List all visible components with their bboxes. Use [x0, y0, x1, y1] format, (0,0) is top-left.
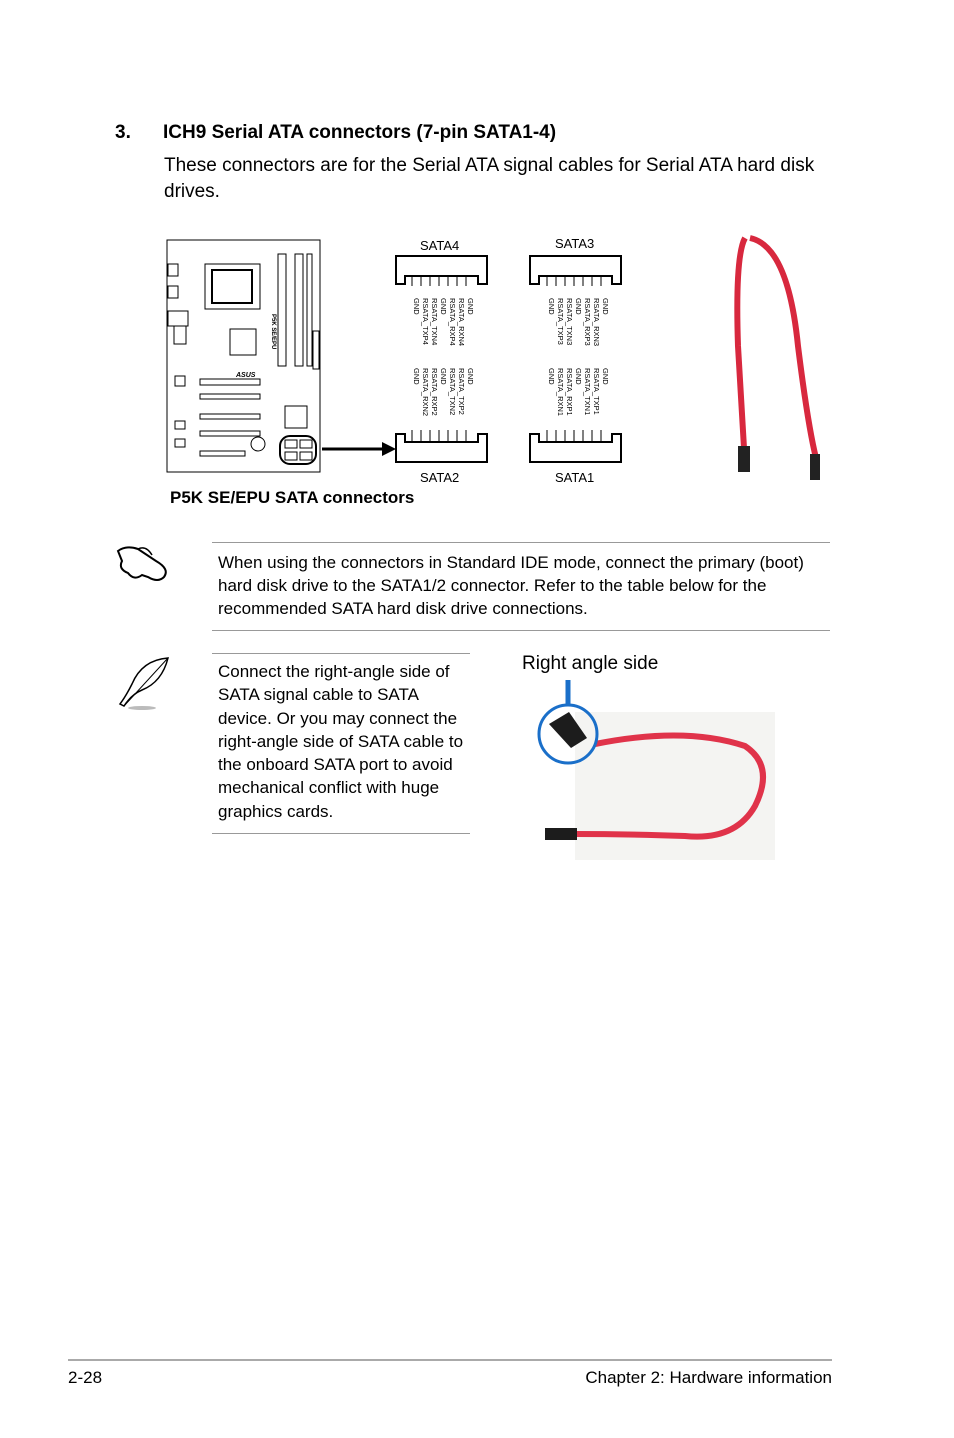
sata1-pin: RSATA_RXN1 — [556, 368, 565, 416]
sata2-connector — [395, 430, 488, 463]
sata3-pin: RSATA_TXP3 — [556, 298, 565, 345]
sata2-pin: RSATA_RXN2 — [421, 368, 430, 416]
sata4-pin: RSATA_TXN4 — [430, 298, 439, 345]
section-intro: These connectors are for the Serial ATA … — [164, 155, 815, 202]
sata1-pin: RSATA_TXN1 — [583, 368, 592, 415]
sata4-pin: GND — [439, 298, 448, 315]
sata1-pins: GND RSATA_RXN1 RSATA_RXP1 GND RSATA_TXN1… — [547, 368, 610, 416]
sata4-pins: GND RSATA_TXP4 RSATA_TXN4 GND RSATA_RXP4… — [412, 298, 475, 346]
sata2-pin: RSATA_TXN2 — [448, 368, 457, 415]
sata3-pin: RSATA_TXN3 — [565, 298, 574, 345]
sata1-pin: GND — [574, 368, 583, 385]
sata4-pin: RSATA_RXN4 — [457, 298, 466, 346]
sata-cable-illustration — [734, 235, 824, 480]
pointer-arrow — [322, 442, 396, 456]
sata4-pin: RSATA_TXP4 — [421, 298, 430, 345]
sata3-pin: RSATA_RXP3 — [583, 298, 592, 346]
sata4-label: SATA4 — [420, 238, 459, 253]
sata3-pins: GND RSATA_TXP3 RSATA_TXN3 GND RSATA_RXP3… — [547, 298, 610, 346]
sata2-pin: GND — [412, 368, 421, 385]
sata3-pin: GND — [574, 298, 583, 315]
cable-note: Connect the right-angle side of SATA sig… — [212, 653, 470, 835]
sata2-pin: GND — [439, 368, 448, 385]
sata2-pins: GND RSATA_RXN2 RSATA_RXP2 GND RSATA_TXN2… — [412, 368, 475, 416]
pointing-hand-icon — [112, 541, 174, 585]
motherboard-outline — [166, 239, 321, 473]
sata4-connector — [395, 255, 488, 286]
sata1-pin: GND — [601, 368, 610, 385]
diagram-caption: P5K SE/EPU SATA connectors — [170, 488, 415, 507]
sata3-connector — [529, 255, 622, 286]
sata4-pin: GND — [466, 298, 475, 315]
sata1-pin: RSATA_RXP1 — [565, 368, 574, 416]
sata3-pin: GND — [547, 298, 556, 315]
sata4-pin: RSATA_RXP4 — [448, 298, 457, 346]
right-angle-cable-photo — [535, 676, 775, 861]
sata2-pin: RSATA_RXP2 — [430, 368, 439, 416]
sata4-pin: GND — [412, 298, 421, 315]
section-number: 3. — [115, 122, 131, 143]
brand-logo: ASUS — [235, 372, 256, 379]
sata2-pin: GND — [466, 368, 475, 385]
board-label: P5K SE/EPU — [270, 314, 276, 349]
sata1-label: SATA1 — [555, 470, 594, 485]
chapter-title: Chapter 2: Hardware information — [585, 1368, 832, 1387]
sata3-label: SATA3 — [555, 236, 594, 251]
footer-divider — [68, 1359, 832, 1361]
sata1-pin: RSATA_TXP1 — [592, 368, 601, 415]
sata-diagram: P5K SE/EPU ASUS SATA4 GND RSATA_TXP4 RSA… — [160, 226, 824, 526]
feather-quill-icon — [112, 654, 174, 712]
section-title: ICH9 Serial ATA connectors (7-pin SATA1-… — [163, 122, 557, 143]
right-angle-label: Right angle side — [522, 653, 659, 674]
sata2-label: SATA2 — [420, 470, 459, 485]
sata1-pin: GND — [547, 368, 556, 385]
sata2-pin: RSATA_TXP2 — [457, 368, 466, 415]
sata1-connector — [529, 430, 622, 463]
sata3-pin: GND — [601, 298, 610, 315]
sata3-pin: RSATA_RXN3 — [592, 298, 601, 346]
page-number: 2-28 — [68, 1368, 103, 1387]
ide-mode-note: When using the connectors in Standard ID… — [212, 542, 830, 631]
section-heading: 3. ICH9 Serial ATA connectors (7-pin SATA… — [115, 122, 556, 144]
